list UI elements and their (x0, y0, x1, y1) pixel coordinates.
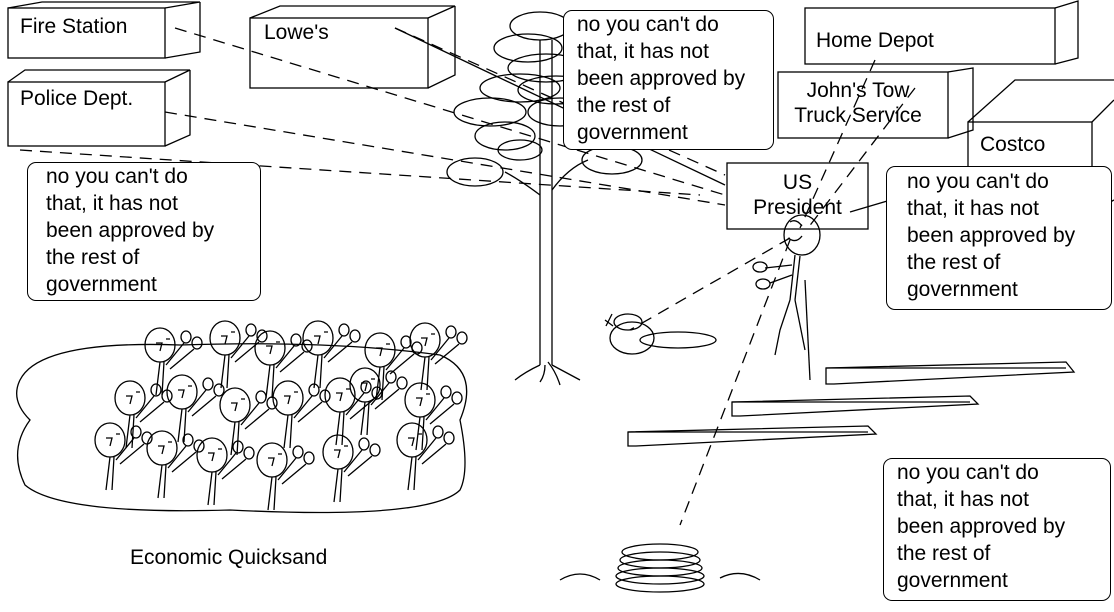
lowes-label: Lowe's (264, 21, 329, 44)
sinking-person (302, 320, 361, 389)
police-dept-label: Police Dept. (20, 87, 134, 110)
home-depot-box (804, 0, 1079, 65)
sinking-person (324, 377, 383, 446)
dropped-tool (604, 313, 717, 355)
sinking-person (94, 422, 153, 491)
sinking-person (254, 330, 313, 399)
sinking-person (349, 367, 408, 436)
dashed-connection-lines (19, 27, 916, 526)
sinking-person (364, 332, 423, 401)
planks (627, 361, 1076, 447)
sinking-person (196, 437, 255, 506)
police-dept-box (7, 69, 191, 147)
president-label: US President (753, 171, 842, 219)
home-depot-label: Home Depot (816, 29, 934, 52)
president-figure (752, 214, 821, 356)
sinking-person (272, 380, 331, 449)
speech-bubble-left: no you can't do that, it has not been ap… (27, 162, 261, 301)
costco-label: Costco (980, 133, 1046, 156)
speech-bubble-top: no you can't do that, it has not been ap… (563, 10, 774, 150)
speech-bubble-right: no you can't do that, it has not been ap… (886, 166, 1112, 310)
fire-station-box (7, 1, 201, 59)
sinking-person (209, 320, 268, 389)
speech-bubble-bottom: no you can't do that, it has not been ap… (883, 458, 1111, 601)
coil-spring (559, 543, 761, 593)
quicksand-pool (16, 343, 468, 514)
sinking-person (144, 327, 203, 396)
sinking-person (146, 430, 205, 499)
sinking-person (409, 322, 468, 391)
johns-tow-box (777, 67, 974, 139)
sinking-person (114, 380, 173, 449)
sinking-person (322, 434, 381, 503)
lowes-box (249, 5, 456, 89)
sinking-person (396, 422, 455, 491)
sinking-person (256, 442, 315, 511)
quicksand-caption: Economic Quicksand (130, 546, 328, 569)
president-label-box (726, 162, 869, 230)
sinking-crowd (94, 320, 468, 511)
fire-station-label: Fire Station (20, 15, 128, 38)
johns-tow-label: John's Tow Truck Service (794, 79, 922, 127)
sinking-person (166, 374, 225, 443)
sinking-person (219, 387, 278, 456)
